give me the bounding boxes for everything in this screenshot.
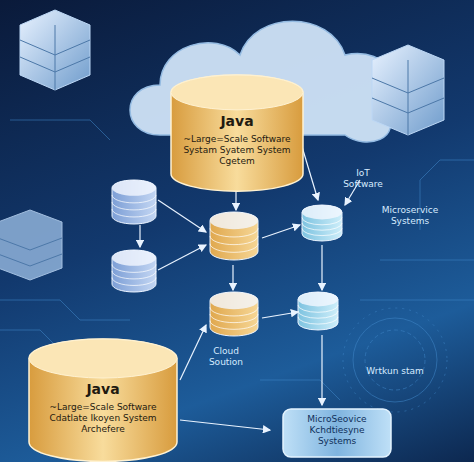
service-box: MicroSeovice Kchdtiesyne Systems bbox=[282, 408, 392, 458]
node-text: MicroSeovice Kchdtiesyne Systems bbox=[292, 414, 382, 447]
node-title: Java bbox=[38, 381, 168, 398]
server-icon bbox=[0, 10, 444, 280]
node-text: ~Large=Scale Software Systam Syatem Syst… bbox=[180, 134, 294, 167]
tech-label: Microservice Systems bbox=[370, 205, 450, 227]
tech-label: Wrtkun stam bbox=[365, 366, 425, 377]
node-title: Java bbox=[180, 113, 294, 130]
database-cylinder: Java ~Large=Scale Software Cdatlate Ikoye… bbox=[28, 338, 178, 462]
node-outline bbox=[28, 338, 178, 462]
database-icon bbox=[112, 180, 342, 336]
tech-label: IoT Software bbox=[338, 168, 388, 190]
node-outline bbox=[170, 74, 304, 192]
database-cylinder: Java ~Large=Scale Software Systam Syatem … bbox=[170, 74, 304, 192]
node-text: ~Large=Scale Software Cdatlate Ikoyen Sy… bbox=[38, 402, 168, 435]
tech-label: Cloud Soution bbox=[196, 346, 256, 368]
